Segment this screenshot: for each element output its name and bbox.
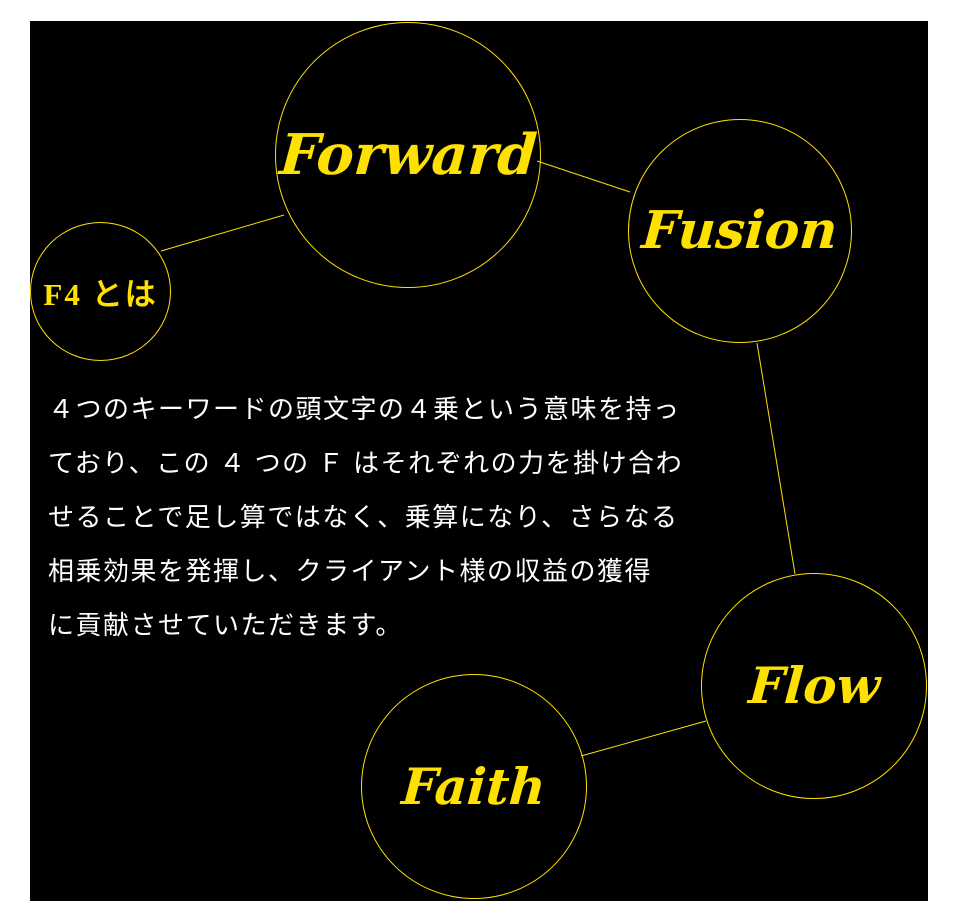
node-flow: Flow (701, 573, 927, 799)
node-f4-label: F4 とは (43, 277, 158, 312)
description-line: ており、この ４ つの Ｆ はそれぞれの力を掛け合わ (48, 449, 684, 478)
node-forward: Forward (275, 22, 541, 288)
description-line: せることで足し算ではなく、乗算になり、さらなる (48, 503, 679, 532)
node-f4: F4 とは (30, 222, 171, 361)
description-line: に貢献させていただきます。 (48, 611, 403, 640)
node-fusion-label: Fusion (640, 200, 840, 261)
node-fusion: Fusion (628, 119, 852, 343)
description-line: ４つのキーワードの頭文字の４乗という意味を持っ (48, 395, 681, 424)
description-text: ４つのキーワードの頭文字の４乗という意味を持っ ており、この ４ つの Ｆ はそ… (48, 383, 683, 653)
node-faith: Faith (361, 674, 587, 899)
description-line: 相乗効果を発揮し、クライアント様の収益の獲得 (48, 557, 652, 586)
node-forward-label: Forward (277, 122, 539, 188)
node-faith-label: Faith (400, 756, 548, 816)
node-flow-label: Flow (746, 656, 882, 715)
